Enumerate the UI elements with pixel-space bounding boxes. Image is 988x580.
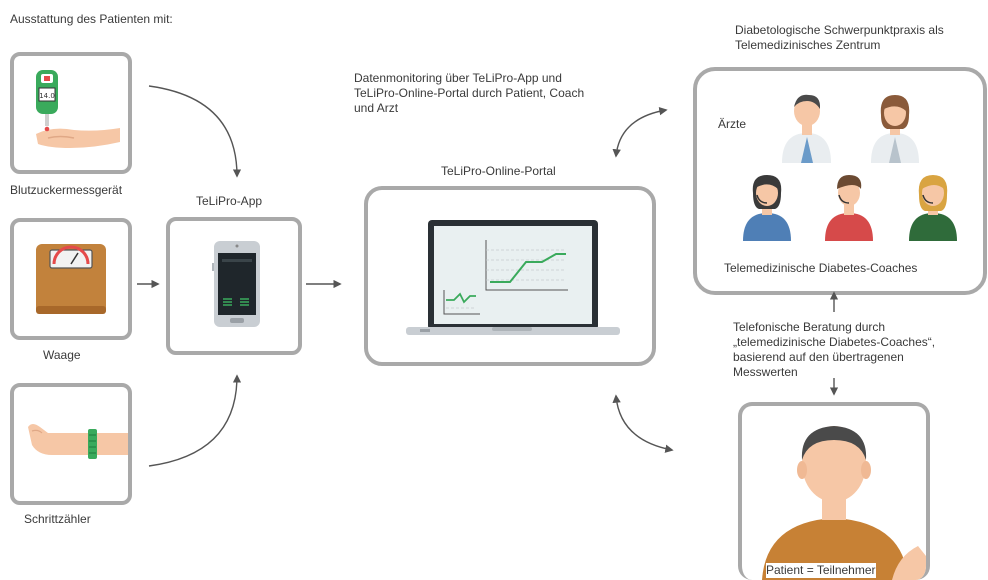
pedometer-box[interactable] [10, 383, 132, 505]
coach-icon [909, 175, 957, 241]
coach-icon [743, 175, 791, 241]
patient-box[interactable] [738, 402, 930, 580]
monitoring-text: Datenmonitoring über TeLiPro-App und TeL… [354, 71, 585, 115]
patient-illustration [762, 426, 926, 580]
svg-text:14.0: 14.0 [39, 92, 55, 100]
pedometer-label: Schrittzähler [24, 512, 91, 526]
doctor-icon [782, 94, 831, 163]
portal-box[interactable] [364, 186, 656, 366]
center-box[interactable] [693, 67, 987, 295]
patient-label: Patient = Teilnehmer [766, 563, 876, 578]
arrow-glucometer-to-app [148, 85, 242, 178]
doctor-icon [871, 95, 919, 163]
doctors-label: Ärzte [718, 117, 747, 131]
arrow-pedometer-to-app [148, 374, 242, 467]
smartphone-icon [212, 241, 260, 327]
coaches-label: Telemedizinische Diabetes-Coaches [724, 261, 918, 275]
scale-box[interactable] [10, 218, 132, 340]
scale-label: Waage [43, 348, 81, 362]
app-box[interactable] [166, 217, 302, 355]
laptop-icon [406, 220, 620, 335]
arrow-portal-patient [612, 394, 674, 453]
glucometer-box[interactable]: 14.0 [10, 52, 132, 174]
center-title: Diabetologische Schwerpunktpraxis als Te… [735, 23, 944, 52]
coach-icon [825, 175, 873, 241]
arrow-portal-center [612, 107, 668, 158]
equipment-title: Ausstattung des Patienten mit: [10, 12, 173, 26]
team-illustration [743, 94, 957, 241]
glucometer-icon: 14.0 [36, 70, 120, 148]
pedometer-icon [28, 424, 128, 459]
scale-icon [36, 244, 106, 314]
consultation-text: Telefonische Beratung durch „telemedizin… [733, 320, 936, 379]
portal-label: TeLiPro-Online-Portal [441, 164, 556, 178]
glucometer-label: Blutzuckermessgerät [10, 183, 123, 197]
app-label: TeLiPro-App [196, 194, 263, 208]
